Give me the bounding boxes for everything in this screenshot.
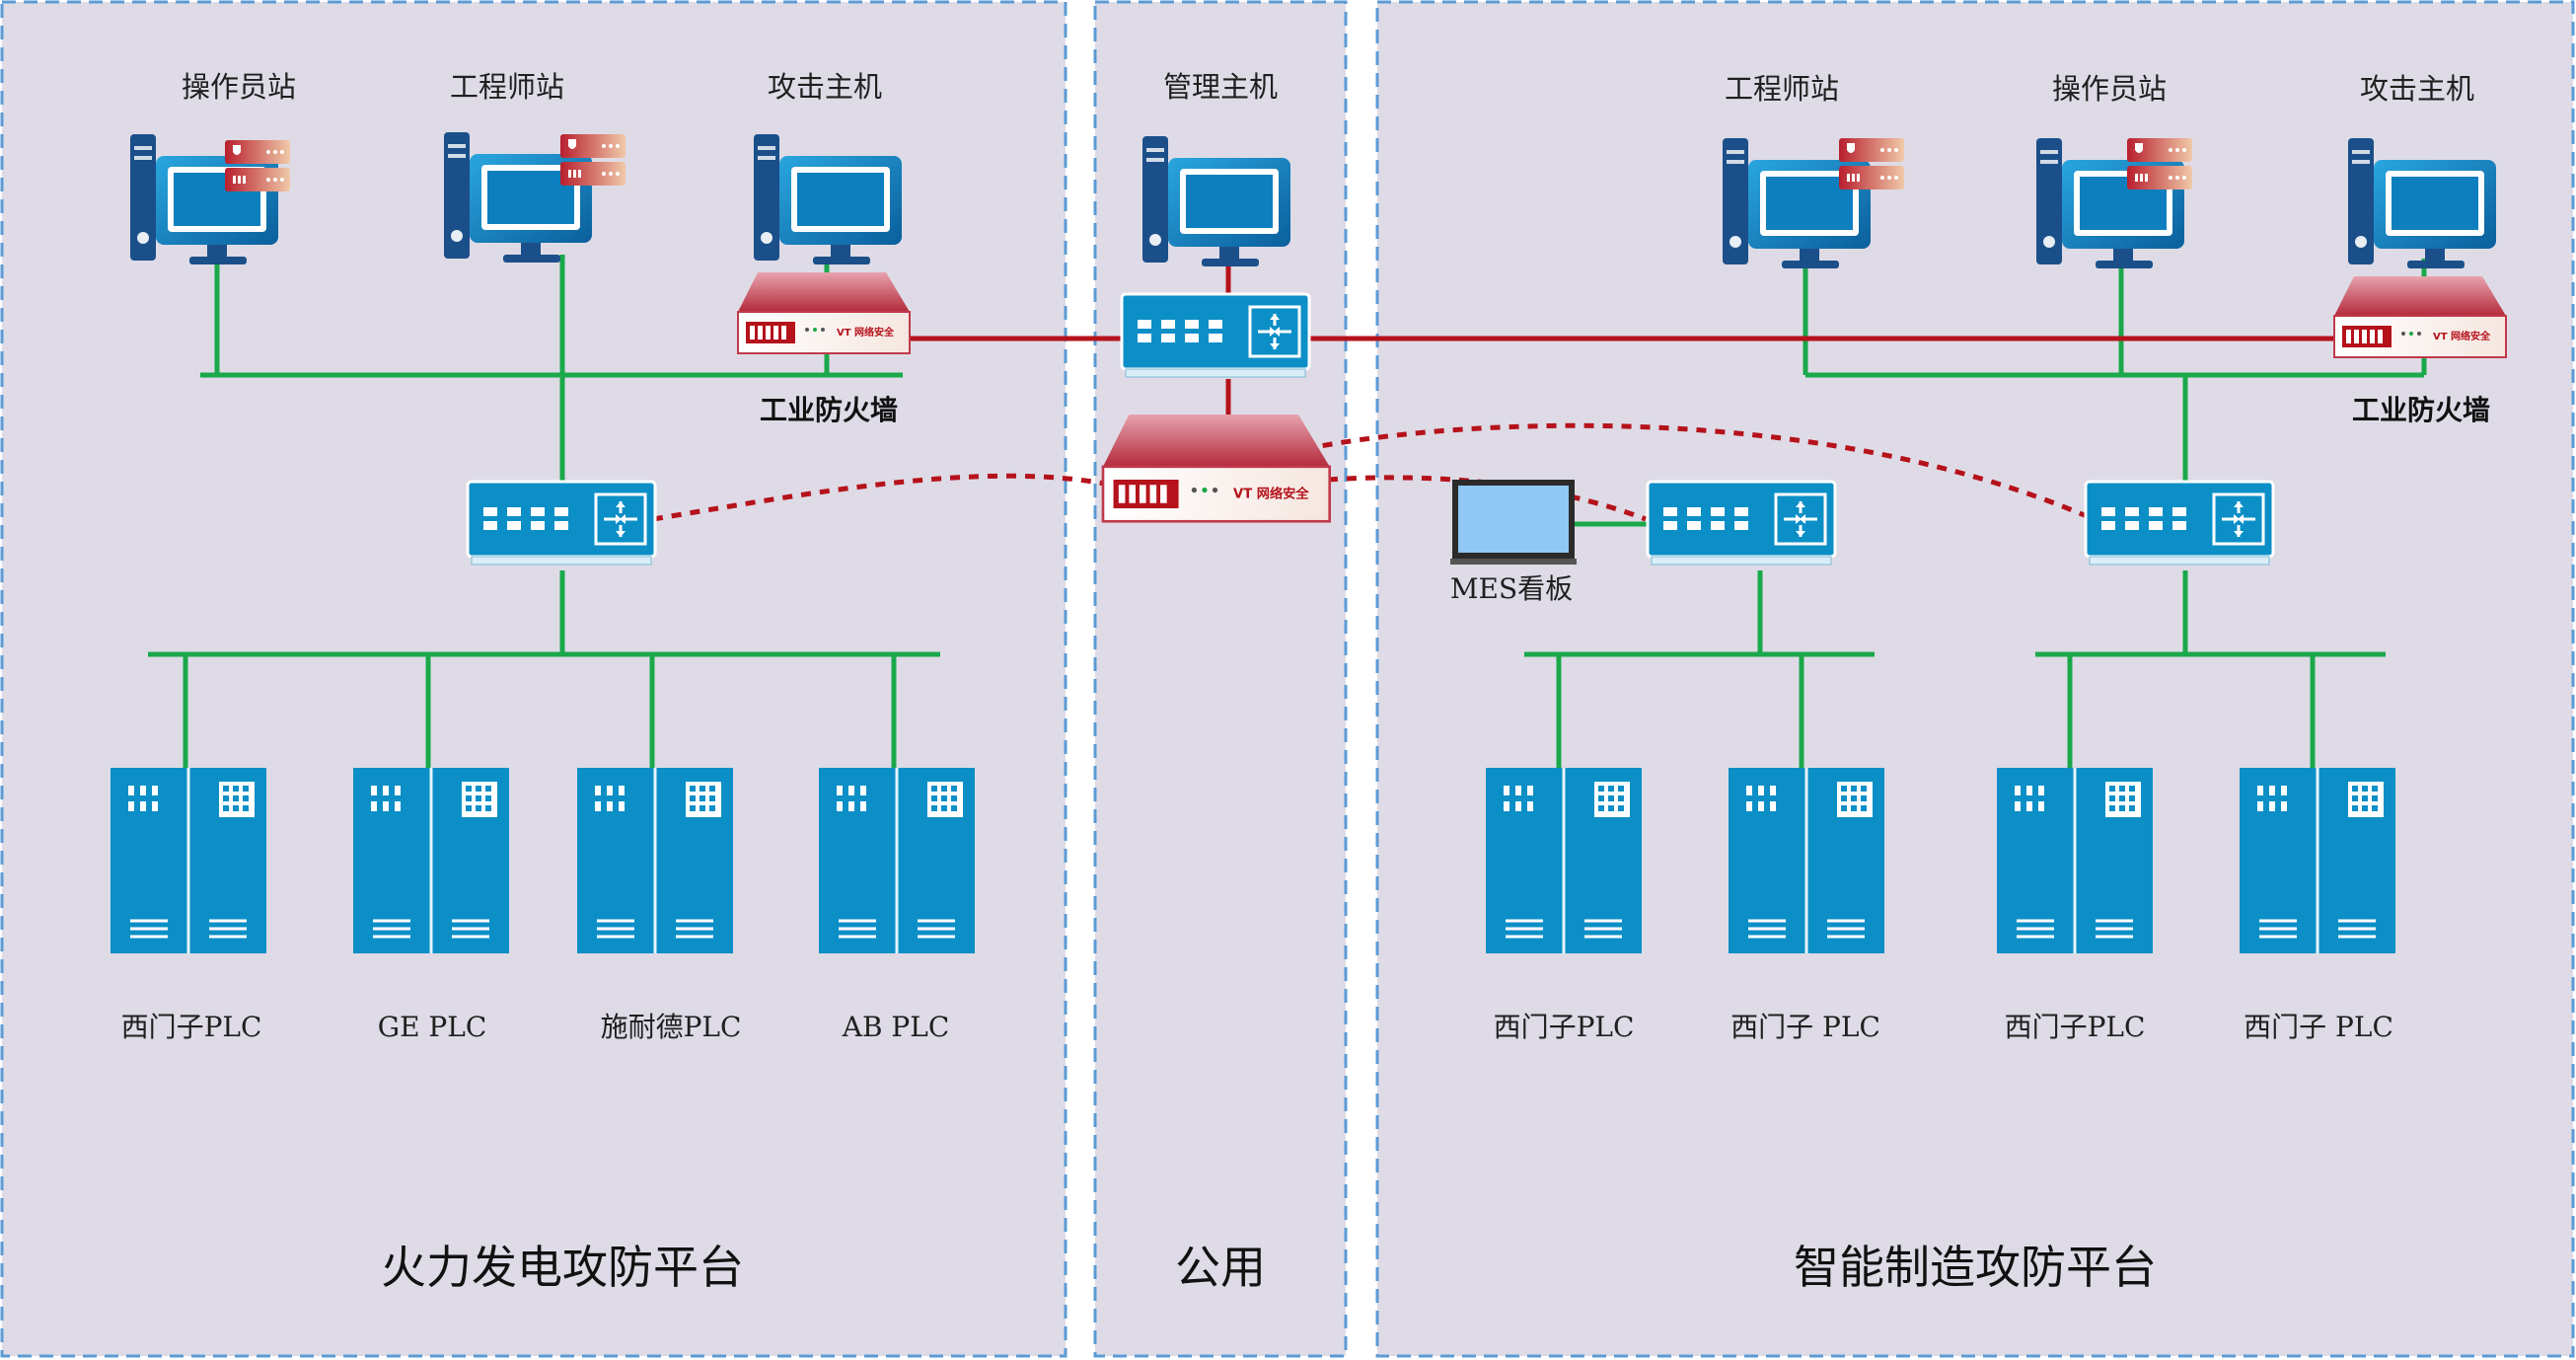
right-zone-title: 智能制造攻防平台 — [1794, 1241, 2157, 1294]
mes-board-label: MES看板 — [1450, 572, 1573, 605]
left-firewall-label: 工业防火墙 — [760, 394, 898, 426]
left-plc-1-label: 西门子PLC — [121, 1011, 262, 1043]
left-core-switch — [466, 480, 657, 567]
central-industrial-firewall — [1101, 413, 1332, 523]
left-plc-3-label: 施耐德PLC — [601, 1011, 742, 1043]
left-plc-2 — [351, 766, 511, 955]
left-attacker-label: 攻击主机 — [768, 70, 882, 104]
right-industrial-firewall — [2333, 275, 2507, 358]
left-plc-3 — [575, 766, 735, 955]
left-industrial-firewall — [737, 271, 911, 354]
left-plc-2-label: GE PLC — [378, 1011, 487, 1043]
management-links — [906, 264, 2336, 415]
right-plc-3-label: 西门子PLC — [2005, 1011, 2146, 1043]
right-plc-1-label: 西门子PLC — [1494, 1011, 1635, 1043]
right-operator-label: 操作员站 — [2052, 72, 2167, 106]
right-attacker-label: 攻击主机 — [2360, 72, 2474, 106]
mid-zone-title: 公用 — [1175, 1241, 1266, 1294]
left-engineer-label: 工程师站 — [450, 70, 564, 104]
right-firewall-label: 工业防火墙 — [2352, 394, 2490, 426]
manager-label: 管理主机 — [1163, 70, 1278, 104]
right-switch-b — [2084, 480, 2275, 567]
right-switch-a — [1646, 480, 1837, 567]
left-zone-title: 火力发电攻防平台 — [381, 1241, 744, 1294]
right-plc-2 — [1727, 766, 1886, 955]
right-engineer-label: 工程师站 — [1725, 72, 1839, 106]
left-plc-4-label: AB PLC — [842, 1011, 950, 1043]
mes-board — [1450, 480, 1577, 565]
right-plc-4 — [2238, 766, 2397, 955]
right-plc-3 — [1995, 766, 2155, 955]
right-plc-1 — [1484, 766, 1644, 955]
left-operator-label: 操作员站 — [182, 70, 296, 104]
left-plc-4 — [817, 766, 977, 955]
management-switch — [1120, 292, 1311, 379]
right-plc-4-label: 西门子 PLC — [2244, 1011, 2393, 1043]
left-plc-1 — [109, 766, 268, 955]
right-plc-2-label: 西门子 PLC — [1730, 1011, 1880, 1043]
